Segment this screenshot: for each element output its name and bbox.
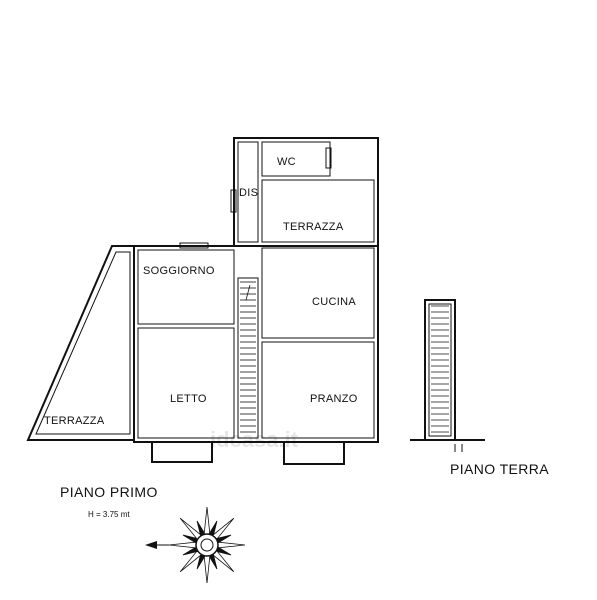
title-piano-primo: PIANO PRIMO — [60, 484, 158, 500]
first-floor — [26, 137, 379, 465]
terrace-left-outline — [26, 245, 135, 441]
room-soggiorno — [137, 249, 235, 325]
label-dis: DIS — [239, 187, 258, 199]
label-letto: LETTO — [170, 393, 207, 405]
compass-rose-icon — [145, 506, 246, 584]
ground-stair-inner — [428, 303, 452, 437]
label-terrazza-top: TERRAZZA — [283, 221, 344, 233]
compass-center — [195, 533, 219, 557]
terrace-left-inner — [35, 251, 131, 435]
room-pranzo — [261, 341, 375, 439]
label-terrazza-left: TERRAZZA — [44, 415, 105, 427]
balcony-pranzo — [283, 441, 345, 465]
upper-block-outline — [233, 137, 379, 247]
north-arrow-icon — [145, 541, 157, 549]
label-pranzo: PRANZO — [310, 393, 358, 405]
balcony-letto — [151, 441, 213, 463]
ground-floor — [410, 299, 485, 452]
room-terrazza-top — [261, 179, 375, 243]
label-cucina: CUCINA — [312, 296, 356, 308]
stairs-first-floor — [240, 281, 256, 433]
label-wc: WC — [277, 156, 296, 168]
room-cucina — [261, 247, 375, 339]
room-dis — [237, 141, 259, 243]
room-wc — [261, 141, 331, 177]
window-dis — [230, 189, 237, 213]
stairs-ground-floor — [431, 305, 449, 433]
stairwell — [237, 277, 259, 439]
stair-arrow — [245, 284, 251, 301]
compass-inner — [200, 538, 214, 552]
label-soggiorno: SOGGIORNO — [143, 265, 215, 277]
title-piano-terra: PIANO TERRA — [450, 461, 549, 477]
window-wc — [325, 147, 332, 169]
height-note: H = 3.75 mt — [88, 510, 130, 519]
room-letto — [137, 327, 235, 439]
window-soggiorno — [179, 242, 209, 249]
watermark: idcasa.it — [210, 427, 299, 452]
